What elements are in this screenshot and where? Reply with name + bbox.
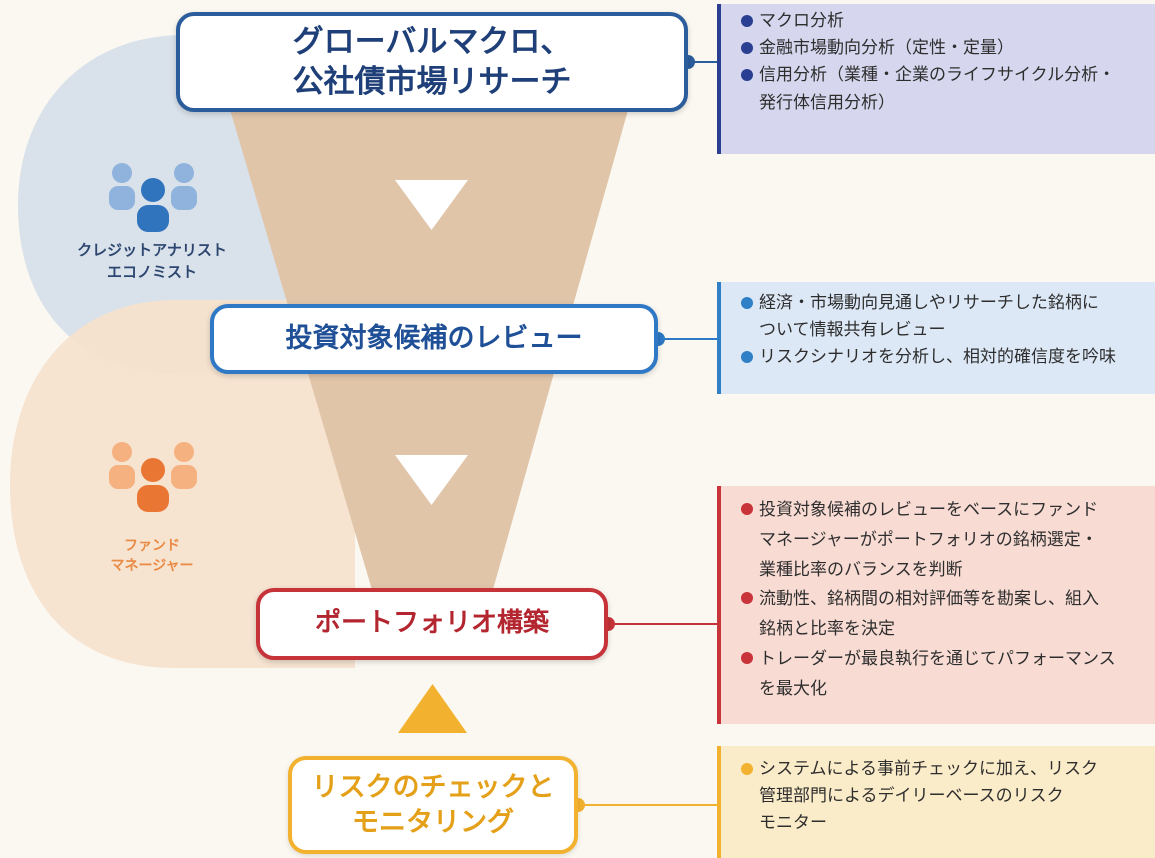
bullet-dot-icon <box>741 297 753 309</box>
stage-box-portfolio: ポートフォリオ構築 <box>256 588 608 660</box>
detail-text: トレーダーが最良執行を通じてパフォーマンス を最大化 <box>759 648 1116 699</box>
detail-item: 経済・市場動向見通しやリサーチした銘柄に ついて情報共有レビュー <box>741 290 1143 344</box>
bullet-dot-icon <box>741 69 753 82</box>
detail-list: 経済・市場動向見通しやリサーチした銘柄に ついて情報共有レビュー リスクシナリオ… <box>741 290 1143 372</box>
detail-text: システムによる事前チェックに加え、リスク 管理部門によるデイリーベースのリスク … <box>759 759 1098 834</box>
stage-box-research: グローバルマクロ、 公社債市場リサーチ <box>176 12 688 112</box>
detail-list: 投資対象候補のレビューをベースにファンド マネージャーがポートフォリオの銘柄選定… <box>741 496 1143 704</box>
detail-item: マクロ分析 <box>741 8 1143 35</box>
manager-people-icon <box>109 442 197 512</box>
detail-item: トレーダーが最良執行を通じてパフォーマンス を最大化 <box>741 645 1143 705</box>
detail-item: リスクシナリオを分析し、相対的確信度を吟味 <box>741 344 1143 371</box>
detail-item: 金融市場動向分析（定性・定量） <box>741 35 1143 62</box>
detail-text: リスクシナリオを分析し、相対的確信度を吟味 <box>759 347 1116 368</box>
bullet-dot-icon <box>741 651 753 664</box>
detail-text: マクロ分析 <box>759 11 844 31</box>
detail-panel-research: マクロ分析 金融市場動向分析（定性・定量） 信用分析（業種・企業のライフサイクル… <box>717 4 1155 154</box>
bullet-dot-icon <box>741 503 753 515</box>
role-label-manager: ファンド マネージャー <box>110 538 194 575</box>
stage-title-review: 投資対象候補のレビュー <box>285 323 583 355</box>
detail-panel-portfolio: 投資対象候補のレビューをベースにファンド マネージャーがポートフォリオの銘柄選定… <box>717 486 1155 724</box>
detail-item: 投資対象候補のレビューをベースにファンド マネージャーがポートフォリオの銘柄選定… <box>741 496 1143 585</box>
analyst-people-icon <box>109 163 197 232</box>
detail-list: システムによる事前チェックに加え、リスク 管理部門によるデイリーベースのリスク … <box>741 756 1143 838</box>
detail-text: 流動性、銘柄間の相対評価等を勘案し、組入 銘柄と比率を決定 <box>759 589 1099 639</box>
stage-box-review: 投資対象候補のレビュー <box>210 304 658 374</box>
arrow-down-icon <box>395 180 468 230</box>
stage-title-portfolio: ポートフォリオ構築 <box>314 608 549 639</box>
detail-text: 金融市場動向分析（定性・定量） <box>759 38 1014 59</box>
bullet-dot-icon <box>741 763 753 775</box>
detail-item: システムによる事前チェックに加え、リスク 管理部門によるデイリーベースのリスク … <box>741 756 1143 838</box>
role-label-analyst: クレジットアナリスト エコノミスト <box>77 241 227 281</box>
detail-panel-review: 経済・市場動向見通しやリサーチした銘柄に ついて情報共有レビュー リスクシナリオ… <box>717 282 1155 394</box>
stage-box-risk: リスクのチェックと モニタリング <box>288 756 578 854</box>
arrow-down-icon <box>395 455 468 505</box>
detail-panel-risk: システムによる事前チェックに加え、リスク 管理部門によるデイリーベースのリスク … <box>717 746 1155 858</box>
bullet-dot-icon <box>741 351 753 364</box>
detail-item: 信用分析（業種・企業のライフサイクル分析・ 発行体信用分析） <box>741 62 1143 116</box>
detail-text: 投資対象候補のレビューをベースにファンド マネージャーがポートフォリオの銘柄選定… <box>759 500 1099 580</box>
detail-item: 流動性、銘柄間の相対評価等を勘案し、組入 銘柄と比率を決定 <box>741 585 1143 645</box>
detail-text: 信用分析（業種・企業のライフサイクル分析・ 発行体信用分析） <box>759 65 1116 113</box>
arrow-up-icon <box>398 684 467 733</box>
bullet-dot-icon <box>741 15 753 27</box>
stage-title-risk: リスクのチェックと モニタリング <box>311 771 555 838</box>
detail-list: マクロ分析 金融市場動向分析（定性・定量） 信用分析（業種・企業のライフサイクル… <box>741 8 1143 117</box>
bullet-dot-icon <box>741 592 753 605</box>
detail-text: 経済・市場動向見通しやリサーチした銘柄に ついて情報共有レビュー <box>759 293 1099 341</box>
stage-title-research: グローバルマクロ、 公社債市場リサーチ <box>292 23 572 100</box>
bullet-dot-icon <box>741 42 753 55</box>
